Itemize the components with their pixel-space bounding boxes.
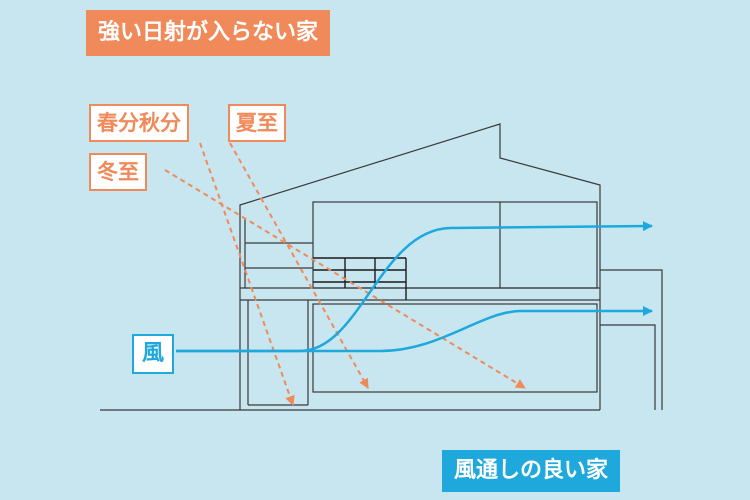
lower-room-outline bbox=[312, 303, 598, 393]
roof-and-walls bbox=[239, 123, 601, 410]
wind-flows bbox=[176, 221, 653, 353]
title-no-strong-sunlight: 強い日射が入らない家 bbox=[86, 10, 331, 56]
wind-flow-upper bbox=[176, 221, 653, 353]
annex-inner bbox=[600, 324, 656, 410]
label-equinox: 春分秋分 bbox=[89, 104, 189, 142]
label-winter-solstice: 冬至 bbox=[89, 153, 147, 191]
annex-outline bbox=[600, 269, 663, 410]
upper-room-outline bbox=[312, 201, 598, 289]
title-well-ventilated: 風通しの良い家 bbox=[442, 450, 621, 492]
house-outline bbox=[100, 123, 663, 411]
sun-rays bbox=[164, 142, 526, 406]
sun-ray-winter-solstice bbox=[164, 169, 526, 389]
label-summer-solstice: 夏至 bbox=[228, 104, 286, 142]
sun-ray-equinox bbox=[199, 142, 295, 406]
label-wind: 風 bbox=[132, 334, 175, 374]
sun-ray-summer-solstice bbox=[229, 142, 369, 389]
wind-flow-lower bbox=[176, 306, 653, 353]
